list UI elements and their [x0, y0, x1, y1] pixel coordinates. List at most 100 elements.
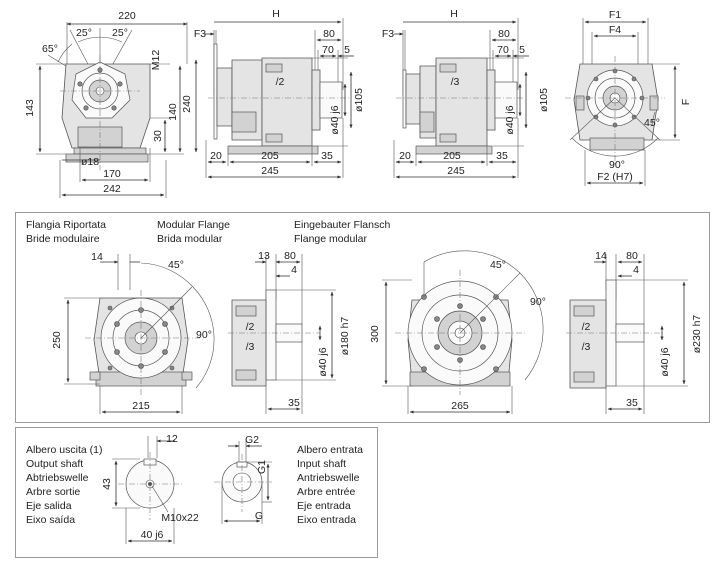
side2-h: H — [272, 8, 280, 20]
out-shaft-label-es: Eje salida — [26, 500, 72, 512]
side3-dim-245: 245 — [447, 165, 465, 177]
fl4-dim-80: 80 — [626, 250, 638, 262]
end-view: F1 F4 F 45° 90° F2 (H7) — [565, 9, 692, 186]
shaft-in-g2: G2 — [245, 434, 259, 446]
front-angle-25-left: 25° — [76, 27, 92, 39]
side2-dim-20: 20 — [210, 150, 222, 162]
side3-f3: F3 — [382, 28, 394, 40]
out-shaft-label-en: Output shaft — [26, 458, 84, 470]
flange-view-3: 45° 90° 300 265 — [369, 250, 546, 414]
flange-label-it: Flangia Riportata — [26, 219, 106, 231]
side2-flange-105: ø105 — [353, 88, 365, 112]
in-shaft-label-fr: Arbre entrée — [297, 486, 356, 498]
front-height-30: 30 — [152, 130, 164, 142]
fl1-height-250: 250 — [51, 331, 63, 349]
end-f2: F2 (H7) — [597, 171, 633, 183]
side3-dim-35: 35 — [496, 150, 508, 162]
flange-label-en: Modular Flange — [157, 219, 230, 231]
shaft-out-key-12: 12 — [166, 433, 178, 445]
side3-dim-70: 70 — [497, 44, 509, 56]
front-base-170: 170 — [103, 168, 121, 180]
out-shaft-label-pt: Eixo saída — [26, 514, 76, 526]
fl3-height-300: 300 — [369, 325, 381, 343]
end-f: F — [680, 99, 692, 105]
front-height-143: 143 — [24, 99, 36, 117]
fl2-label-2: /2 — [246, 321, 255, 333]
side2-dim-35: 35 — [321, 150, 333, 162]
front-view: 220 25° 25° 65° 143 M12 30 140 ø18 170 2… — [24, 10, 188, 198]
end-angle-90: 90° — [609, 159, 625, 171]
out-shaft-label-fr: Arbre sortie — [26, 486, 81, 498]
fl4-label-3: /3 — [582, 341, 591, 353]
end-angle-45: 45° — [644, 117, 660, 129]
side2-shaft-40: ø40 j6 — [329, 105, 341, 134]
fl2-shaft-40: ø40 j6 — [317, 347, 329, 376]
fl1-angle-90: 90° — [196, 329, 212, 341]
side3-dim-205: 205 — [443, 150, 461, 162]
in-shaft-label-it: Albero entrata — [297, 444, 363, 456]
flange-view-2: 13 80 4 /2 /3 ø180 h7 ø40 j6 35 — [228, 250, 351, 414]
input-shaft-view: G2 G1 G — [214, 434, 272, 524]
fl2-label-3: /3 — [246, 341, 255, 353]
shaft-in-g1: G1 — [256, 460, 268, 474]
output-shaft-view: 12 43 M10x22 40 j6 — [101, 433, 199, 544]
side3-dim-20: 20 — [399, 150, 411, 162]
in-shaft-label-en: Input shaft — [297, 458, 347, 470]
fl2-dim-80: 80 — [284, 250, 296, 262]
fl4-shaft-40: ø40 j6 — [659, 347, 671, 376]
in-shaft-label-de: Antriebswelle — [297, 472, 360, 484]
side3-dim-5: 5 — [519, 44, 525, 56]
end-f4: F4 — [609, 24, 621, 36]
fl2-dim-4: 4 — [291, 264, 297, 276]
fl2-dim-13: 13 — [258, 250, 270, 262]
side2-f3: F3 — [194, 28, 206, 40]
side2-dim-80: 80 — [323, 28, 335, 40]
flange-label-pt: Flange modular — [294, 233, 367, 245]
flange-label-es: Brida modular — [157, 233, 223, 245]
fl3-angle-45: 45° — [490, 259, 506, 271]
front-total-242: 242 — [103, 183, 121, 195]
side3-h: H — [450, 8, 458, 20]
flange-view-1: 14 45° 250 90° 215 — [51, 251, 215, 414]
side-view-3: F3 H 80 70 5 /3 ø105 ø40 j6 20 205 35 24… — [382, 8, 550, 179]
end-f1: F1 — [609, 9, 621, 21]
front-angle-65: 65° — [42, 43, 58, 55]
in-shaft-label-pt: Eixo entrada — [297, 514, 356, 526]
shaft-out-diameter: 40 j6 — [141, 529, 164, 541]
flange-panel — [15, 212, 710, 423]
fl4-flange-230: ø230 h7 — [691, 315, 703, 354]
front-angle-25-right: 25° — [112, 27, 128, 39]
shaft-out-thread: M10x22 — [161, 512, 199, 524]
flange-label-de: Eingebauter Flansch — [294, 219, 391, 231]
side3-dim-80: 80 — [498, 28, 510, 40]
fl4-dim-4: 4 — [633, 264, 639, 276]
side2-dim-5: 5 — [344, 44, 350, 56]
side2-dim-70: 70 — [322, 44, 334, 56]
side3-flange-105: ø105 — [538, 88, 550, 112]
out-shaft-label-it: Albero uscita (1) — [26, 444, 103, 456]
side2-label: /2 — [276, 76, 285, 88]
fl4-label-2: /2 — [582, 321, 591, 333]
fl4-dim-35: 35 — [626, 397, 638, 409]
fl1-width-215: 215 — [132, 400, 150, 412]
out-shaft-label-de: Abtriebswelle — [26, 472, 89, 484]
shaft-out-height-43: 43 — [101, 478, 113, 490]
shaft-panel — [15, 427, 378, 558]
side3-label: /3 — [451, 76, 460, 88]
side2-dim-205: 205 — [261, 150, 279, 162]
front-bore-18: ø18 — [81, 156, 99, 168]
fl1-dim-14: 14 — [91, 251, 103, 263]
fl3-width-265: 265 — [451, 400, 469, 412]
in-shaft-label-es: Eje entrada — [297, 500, 351, 512]
shaft-in-g: G — [255, 510, 263, 522]
fl2-dim-35: 35 — [288, 397, 300, 409]
side2-dim-245: 245 — [261, 165, 279, 177]
flange-view-4: 14 80 4 /2 /3 ø230 h7 ø40 j6 35 — [566, 250, 703, 414]
fl4-dim-14: 14 — [595, 250, 607, 262]
front-bolt-m12: M12 — [150, 50, 162, 71]
front-width-220: 220 — [118, 10, 136, 22]
side3-shaft-40: ø40 j6 — [504, 105, 516, 134]
fl2-flange-180: ø180 h7 — [339, 317, 351, 356]
front-height-140: 140 — [167, 103, 179, 121]
